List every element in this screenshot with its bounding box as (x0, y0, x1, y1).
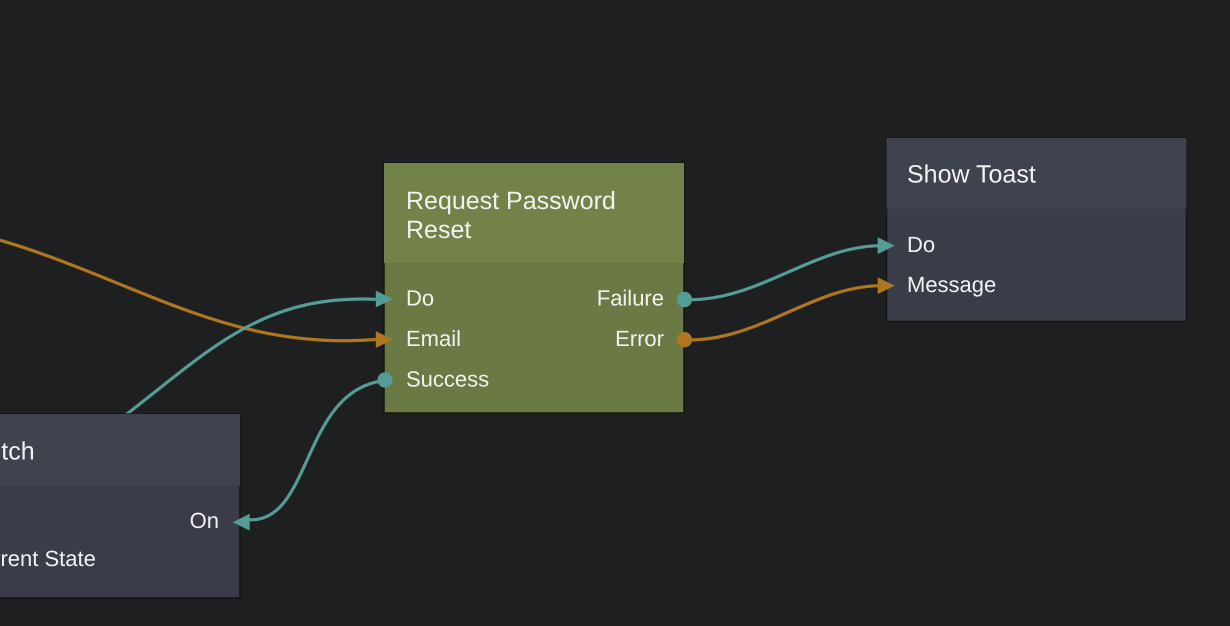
svg-text:Switch: Switch (0, 438, 35, 466)
svg-text:Message: Message (907, 272, 996, 297)
svg-text:Request Password: Request Password (406, 187, 616, 215)
svg-text:Reset: Reset (406, 216, 471, 244)
svg-text:Current State: Current State (0, 546, 96, 571)
svg-text:Do: Do (406, 286, 434, 311)
svg-text:Failure: Failure (597, 286, 664, 311)
svg-text:On: On (190, 508, 219, 533)
svg-text:Error: Error (615, 326, 664, 351)
svg-text:Success: Success (406, 367, 489, 392)
svg-text:Show Toast: Show Toast (907, 161, 1036, 189)
svg-text:Do: Do (907, 232, 935, 257)
svg-text:Email: Email (406, 326, 461, 351)
